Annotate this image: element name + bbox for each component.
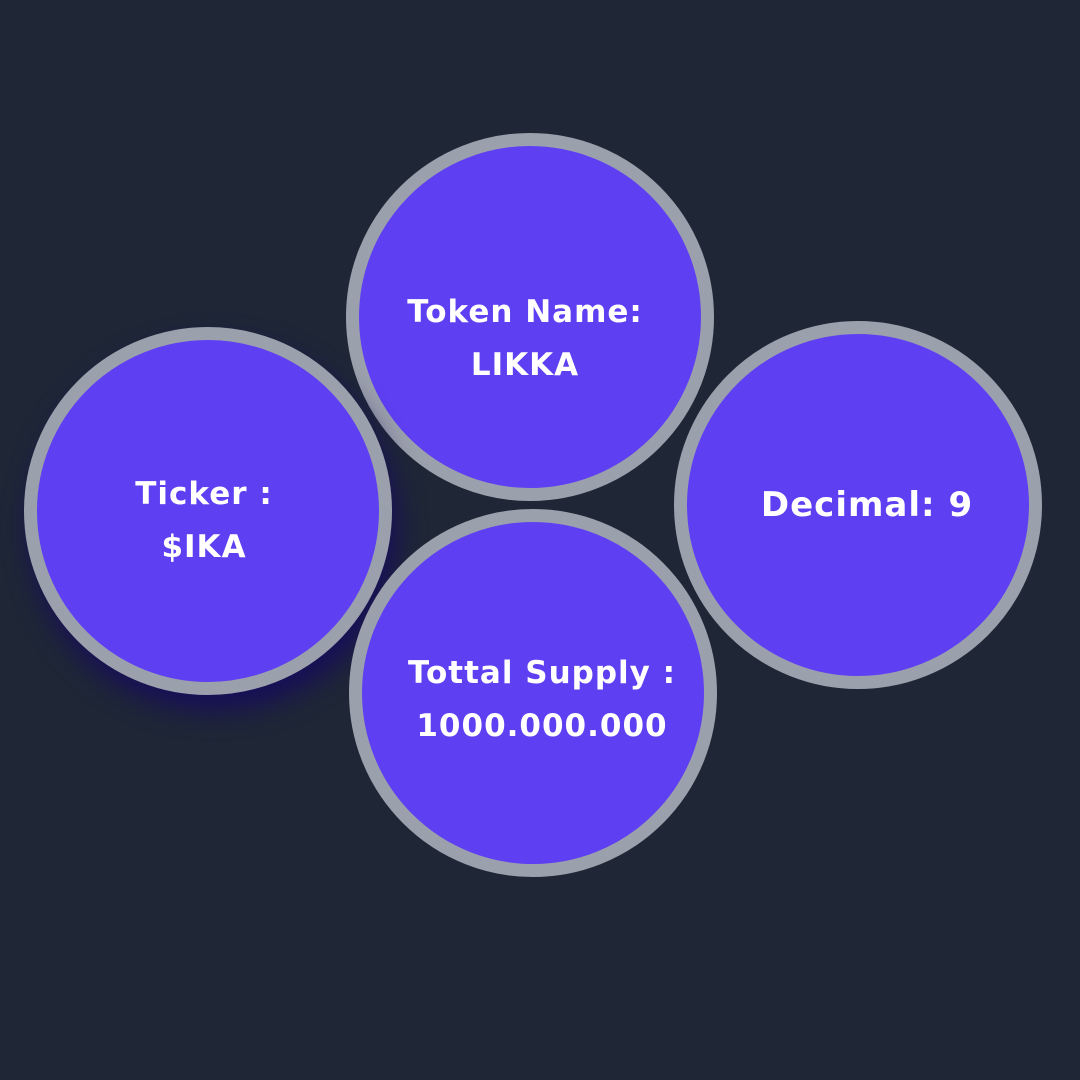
ticker-label: Ticker : (135, 476, 273, 512)
decimal-label: Decimal: 9 (760, 484, 974, 525)
token-name-circle: Token Name: LIKKA (346, 133, 714, 501)
total-supply-label: Tottal Supply : (407, 655, 677, 691)
total-supply-value: 1000.000.000 (416, 708, 668, 744)
decimal-circle: Decimal: 9 (674, 321, 1042, 689)
ticker-circle: Ticker : $IKA (24, 327, 392, 695)
token-name-label: Token Name: (407, 294, 643, 330)
ticker-value: $IKA (161, 529, 247, 565)
total-supply-circle: Tottal Supply : 1000.000.000 (349, 509, 717, 877)
token-name-value: LIKKA (470, 347, 580, 383)
